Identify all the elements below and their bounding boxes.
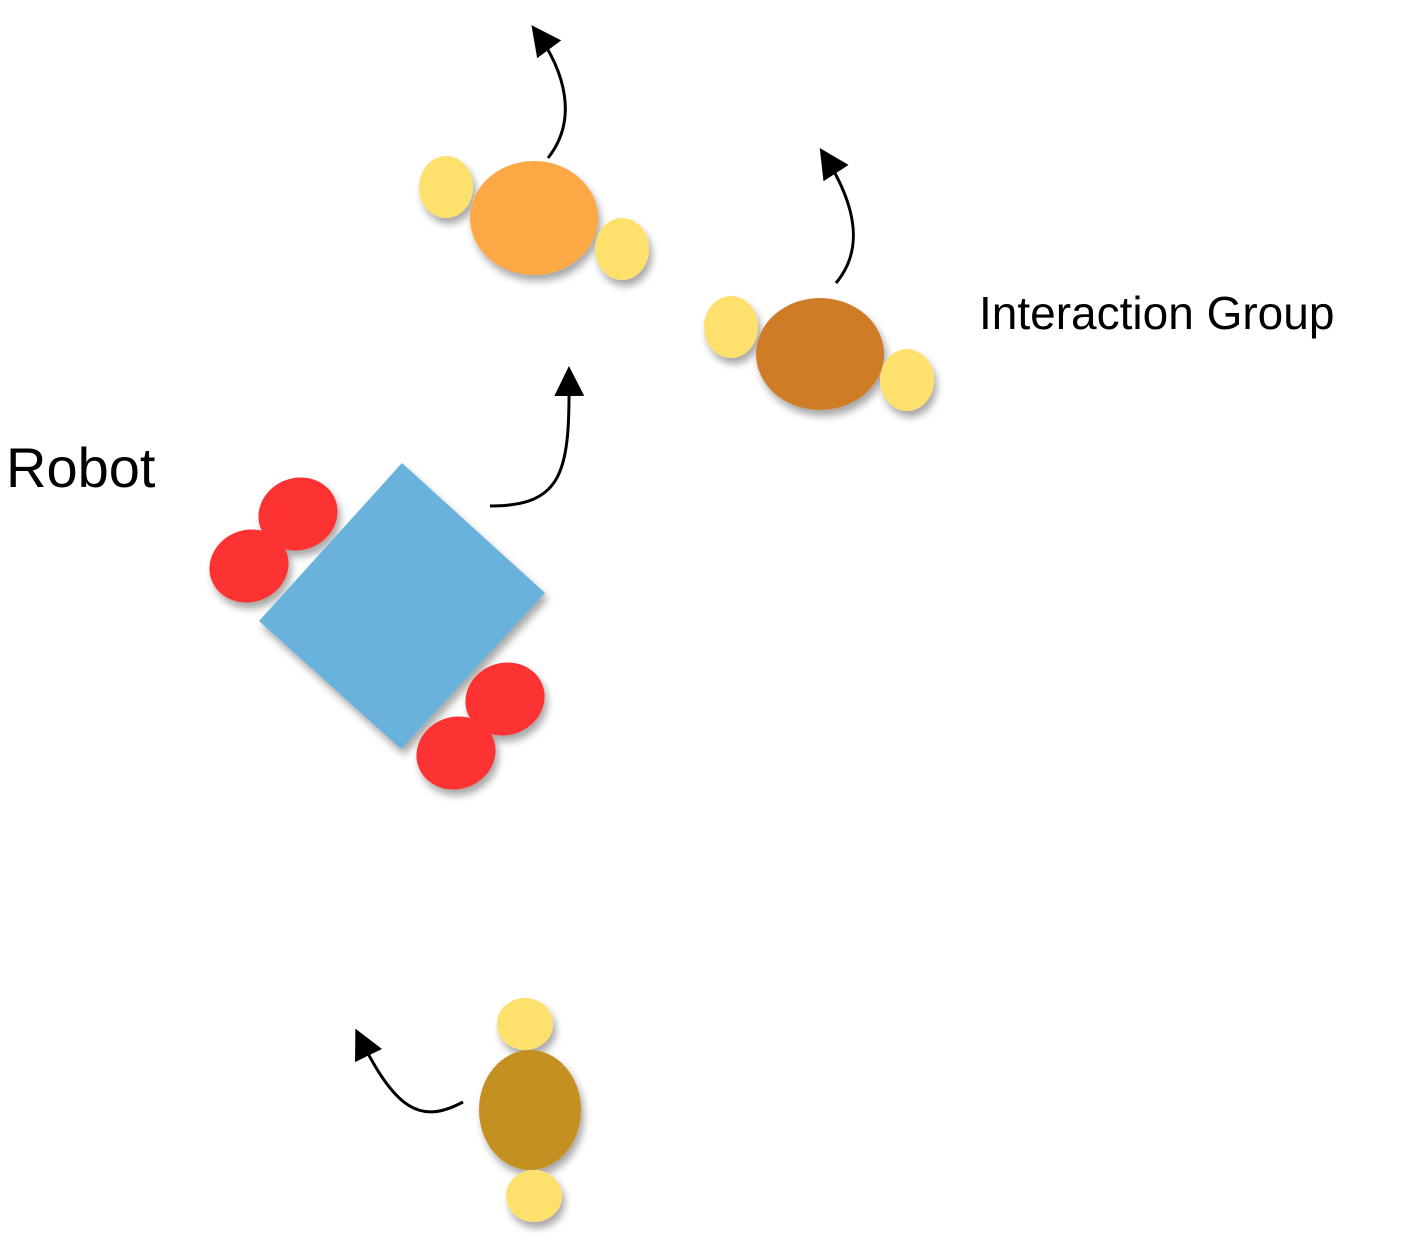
person-brown xyxy=(704,296,934,411)
robot-wheel-top-outer xyxy=(258,477,338,551)
person-orange-body xyxy=(470,161,598,275)
interaction-group-label: Interaction Group xyxy=(979,287,1335,339)
person-brown-shoulder-right xyxy=(880,349,934,411)
robot-motion-arrow xyxy=(489,366,585,508)
person-brown-body xyxy=(756,298,884,410)
person-olive xyxy=(479,998,581,1222)
person-brown-motion-arrow xyxy=(819,147,855,284)
person-olive-body xyxy=(479,1050,581,1170)
robot-wheel-bottom-outer xyxy=(465,662,545,736)
person-orange xyxy=(419,156,649,280)
person-brown-shoulder-left xyxy=(704,296,758,358)
person-orange-shoulder-left xyxy=(419,156,473,218)
person-olive-shoulder-bottom xyxy=(506,1170,562,1222)
robot-body xyxy=(259,463,545,749)
robot-wheel-bottom-inner xyxy=(416,716,496,790)
robot-wheel-top-inner xyxy=(209,529,289,603)
person-olive-motion-arrow xyxy=(355,1028,464,1114)
person-olive-shoulder-top xyxy=(497,998,553,1050)
person-orange-motion-arrow xyxy=(531,25,567,159)
person-orange-shoulder-right xyxy=(595,218,649,280)
robot-icon xyxy=(209,463,545,790)
robot-label: Robot xyxy=(6,436,156,499)
